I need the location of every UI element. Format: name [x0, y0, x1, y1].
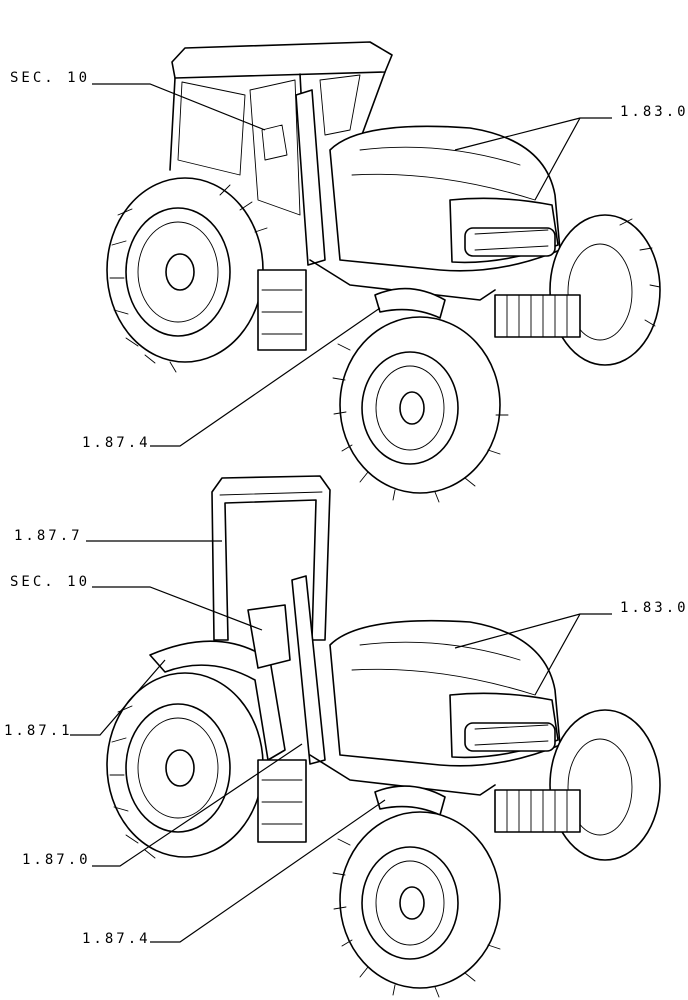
callout-rear-fender: 1.87.1: [4, 723, 73, 739]
leader-hood-top: [454, 117, 612, 201]
leader-fender-top: [150, 307, 381, 447]
engine-hood: [329, 125, 561, 272]
top-callouts: SEC. 10 1.83.0 1.87.4: [10, 70, 688, 451]
callout-hood-bottom: 1.83.0: [620, 600, 688, 616]
leader-hood-bottom: [454, 613, 612, 696]
front-wheel-left: [332, 316, 509, 503]
front-wheel-left-2: [332, 811, 501, 998]
front-weights: [494, 294, 581, 338]
callout-hood-top: 1.83.0: [620, 104, 688, 120]
step-platform: [257, 759, 307, 843]
leader-platform: [92, 743, 303, 867]
bottom-callouts: 1.87.7 SEC. 10 1.83.0 1.87.1 1.87.0 1.87…: [4, 528, 688, 947]
callout-fender-top: 1.87.4: [82, 435, 151, 451]
front-fender-2: [374, 785, 446, 816]
tractor-with-cab: [106, 41, 661, 503]
front-weights-2: [494, 789, 581, 833]
engine-hood-2: [329, 619, 561, 767]
leader-rear-fender: [70, 659, 166, 736]
seat: [247, 604, 291, 669]
rear-wheel-left-2: [106, 672, 264, 859]
rear-wheel-left: [106, 177, 268, 373]
front-fender: [374, 287, 446, 319]
cab: [169, 41, 393, 261]
callout-platform: 1.87.0: [22, 852, 91, 868]
front-wheel-right-2: [549, 709, 661, 861]
step-ladder: [257, 269, 307, 351]
leader-fender-bottom: [150, 799, 386, 943]
leader-sec10-top: [92, 83, 266, 131]
callout-rops: 1.87.7: [14, 528, 83, 544]
front-wheel-right: [549, 214, 661, 366]
leader-sec10-bottom: [92, 586, 263, 631]
callout-sec10-top: SEC. 10: [10, 70, 90, 86]
exhaust-stack: [295, 89, 326, 266]
callout-sec10-bottom: SEC. 10: [10, 574, 90, 590]
rear-fender: [149, 640, 286, 761]
exhaust-stack-2: [291, 575, 326, 765]
tractor-with-rops: [106, 475, 661, 998]
callout-fender-bottom: 1.87.4: [82, 931, 151, 947]
